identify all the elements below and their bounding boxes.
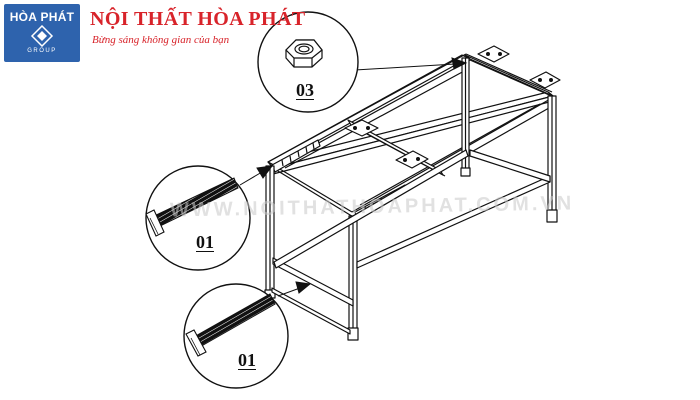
table-frame — [264, 45, 561, 341]
callout-label-screw-2: 01 — [238, 350, 256, 370]
hex-nut-icon — [285, 39, 323, 68]
mounting-plate-4 — [529, 71, 561, 89]
logo-group-text: GROUP — [27, 48, 57, 54]
screw-icon — [145, 177, 239, 237]
callout-label-nut: 03 — [296, 80, 314, 100]
lower-stretcher-long — [356, 149, 551, 269]
brand-logo: HÒA PHÁT GROUP — [4, 4, 80, 62]
callout-screw-circle-2 — [183, 283, 289, 389]
screw-icon — [185, 293, 276, 357]
mounting-plate-1 — [344, 119, 379, 137]
mounting-plate-2 — [395, 150, 429, 169]
callout-pointers — [239, 57, 468, 297]
callout-label-screw-1: 01 — [196, 232, 214, 252]
callout-screw-circle-1 — [145, 165, 251, 271]
leg-right-back — [546, 95, 558, 223]
brand-slogan: Bừng sáng không gian của bạn — [92, 34, 230, 46]
logo-diamond-icon — [30, 25, 54, 47]
leg-left-front — [264, 165, 276, 299]
logo-brand-text: HÒA PHÁT — [9, 10, 75, 24]
mounting-plate-3 — [477, 45, 510, 63]
lower-stretcher-diagonal — [273, 149, 469, 269]
leg-right-front — [347, 215, 359, 341]
brand-title: NỘI THẤT HÒA PHÁT — [90, 8, 306, 30]
lower-stretcher-left — [272, 257, 354, 307]
floor-rail — [271, 287, 351, 335]
callout-nut-circle — [257, 11, 359, 113]
